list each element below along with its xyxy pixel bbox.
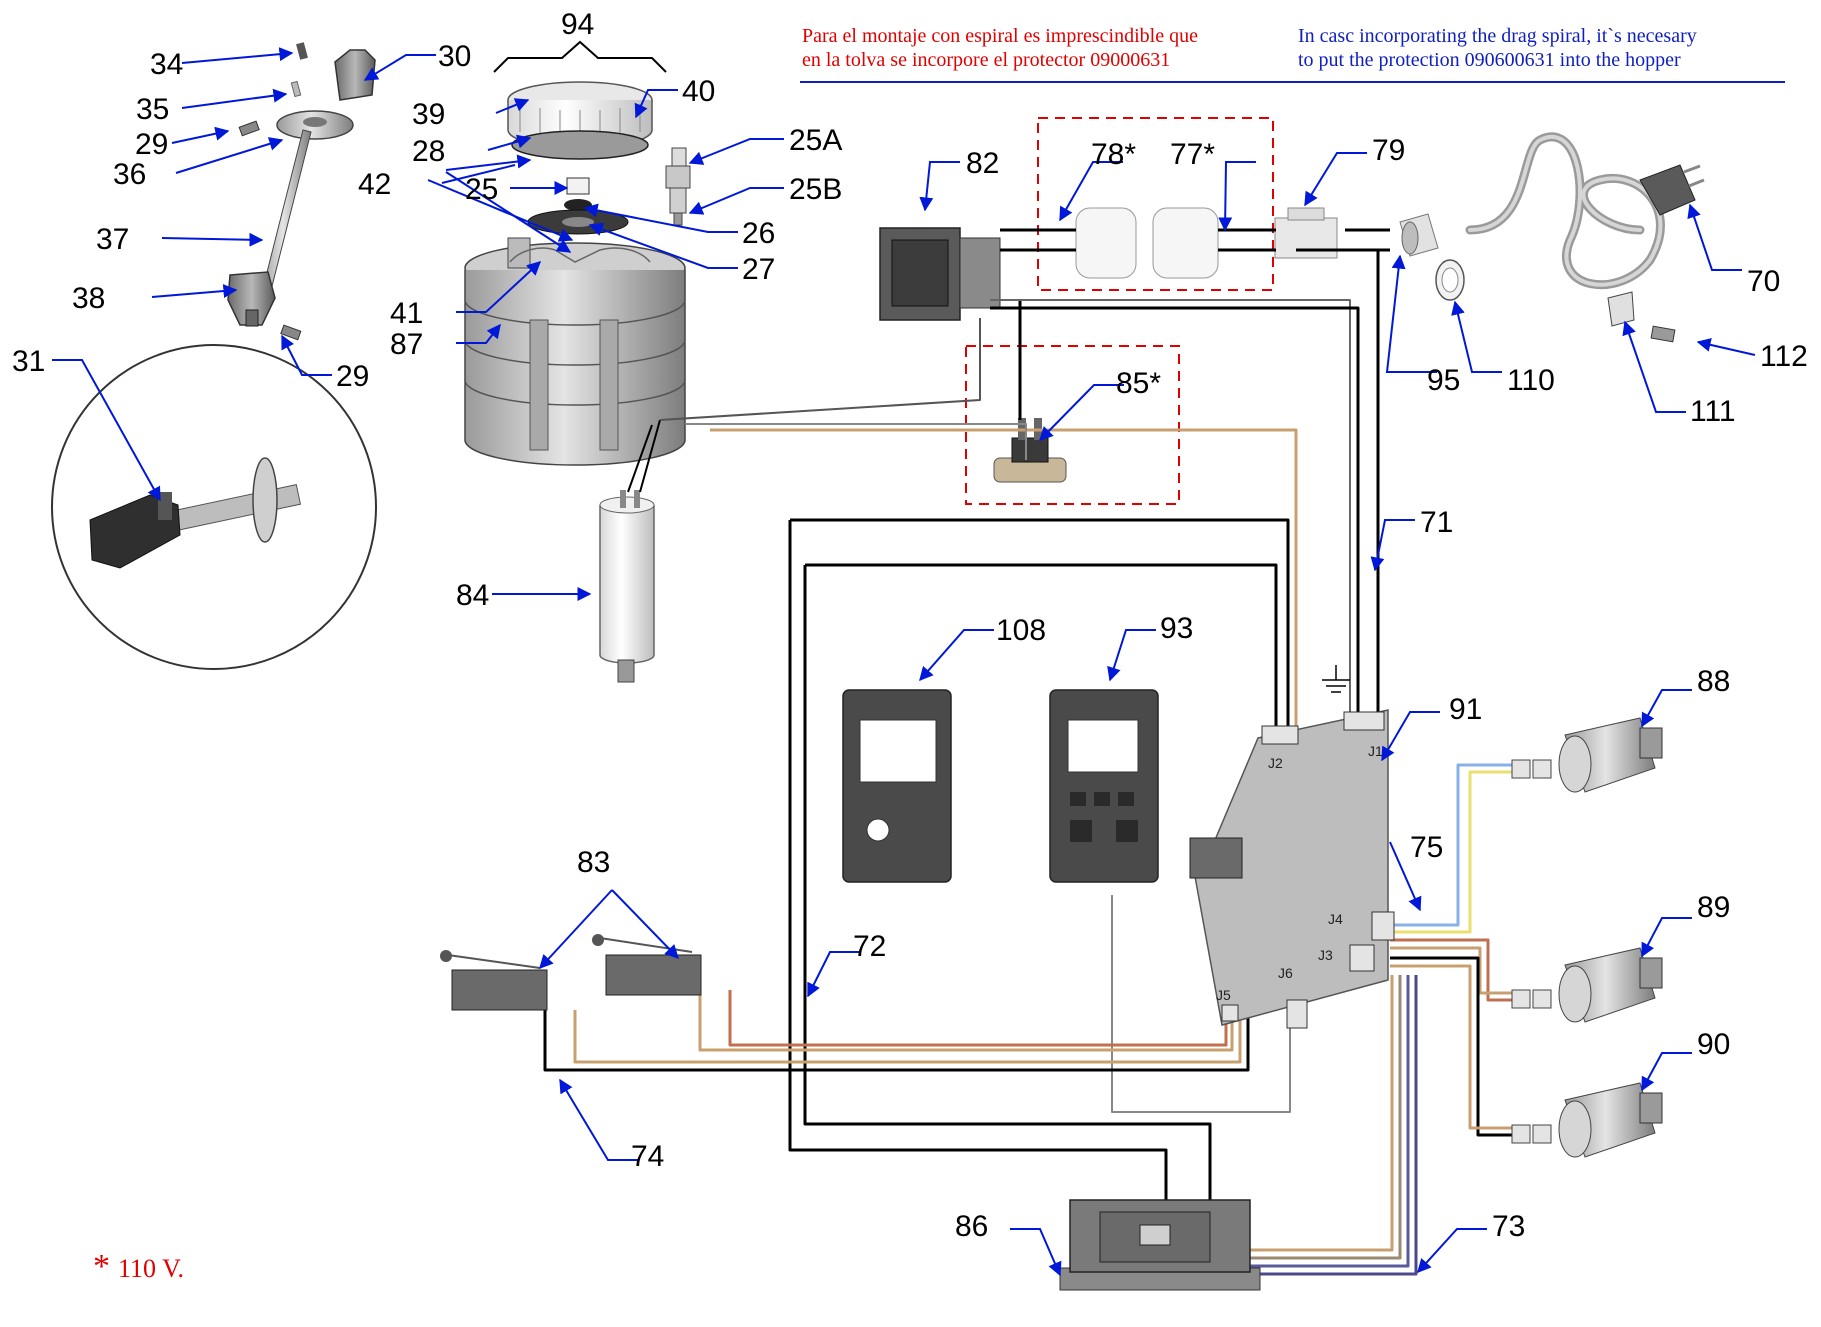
footnote-text: 110 V.: [118, 1254, 184, 1283]
part-label-28: 28: [412, 135, 446, 168]
capacitor-84: [599, 490, 655, 683]
part-label-29-bottom: 29: [336, 360, 370, 393]
part-label-41: 41: [390, 297, 424, 330]
part-label-110: 110: [1507, 364, 1555, 397]
footnote-110v: * 110 V.: [93, 1248, 184, 1286]
detail-circle-31: [51, 344, 377, 670]
spanish-note-line2: en la tolva se incorpore el protector 09…: [802, 49, 1171, 71]
english-note-line2: to put the protection 090600631 into the…: [1298, 49, 1681, 71]
connector-j4-label: J4: [1328, 911, 1343, 927]
part-label-84: 84: [456, 579, 490, 612]
part-label-82: 82: [966, 147, 1000, 180]
part-label-112: 112: [1760, 340, 1808, 373]
english-note-line1: In casc incorporating the drag spiral, i…: [1298, 25, 1697, 47]
cable-gland-95: [1399, 213, 1439, 257]
part-label-31: 31: [12, 345, 46, 378]
thermostat-85: [993, 418, 1067, 483]
part-label-87: 87: [390, 328, 424, 361]
part-label-78: 78*: [1091, 138, 1137, 171]
part-label-95: 95: [1427, 364, 1461, 397]
part-label-25A: 25A: [789, 124, 843, 157]
part-label-39: 39: [412, 98, 446, 131]
switch-82: [879, 227, 1001, 321]
part-label-111: 111: [1690, 395, 1736, 428]
part-label-25B: 25B: [789, 173, 843, 206]
motor-assembly: [464, 81, 686, 466]
solenoid-valves: [1511, 717, 1663, 1158]
agitator-shaft-assembly: [227, 42, 376, 341]
part-label-79: 79: [1372, 134, 1406, 167]
part-label-83: 83: [577, 846, 611, 879]
part-label-85: 85*: [1116, 367, 1162, 400]
connector-j3-label: J3: [1318, 947, 1333, 963]
part-label-91: 91: [1449, 693, 1483, 726]
part-label-42: 42: [358, 168, 392, 201]
grommet-110: [1435, 259, 1465, 301]
part-label-70: 70: [1747, 265, 1781, 298]
part-label-89: 89: [1697, 891, 1731, 924]
display-panel-108: [842, 689, 952, 883]
footnote-symbol: *: [93, 1248, 110, 1285]
part-label-40: 40: [682, 75, 716, 108]
part-label-93: 93: [1160, 612, 1194, 645]
wiring: [543, 228, 1512, 1276]
connector-j1-label: J1: [1368, 743, 1383, 759]
display-panel-93: [1049, 689, 1159, 883]
leader-lines: [52, 47, 1756, 1277]
part-label-86: 86: [955, 1210, 989, 1243]
control-board-91: J2 J1 J4 J3 J6 J5: [1189, 665, 1395, 1029]
bracket-94: [493, 40, 667, 73]
part-label-90: 90: [1697, 1028, 1731, 1061]
part-label-94: 94: [561, 8, 595, 41]
transformer-86: [1059, 1199, 1261, 1291]
part-label-75: 75: [1410, 831, 1444, 864]
part-label-25: 25: [465, 173, 499, 206]
part-label-88: 88: [1697, 665, 1731, 698]
part-label-29-top: 29: [135, 128, 169, 161]
connector-j2-label: J2: [1268, 755, 1283, 771]
part-label-108: 108: [996, 614, 1047, 647]
micro-switches-83: [440, 934, 702, 1011]
power-cord-70: [1465, 132, 1705, 343]
part-label-37: 37: [96, 223, 130, 256]
part-label-35: 35: [136, 93, 170, 126]
part-label-73: 73: [1492, 1210, 1526, 1243]
filter-cores: [1075, 207, 1219, 279]
part-label-77: 77*: [1170, 138, 1216, 171]
connector-j6-label: J6: [1278, 965, 1293, 981]
connector-j5-label: J5: [1216, 987, 1231, 1003]
spanish-note-line1: Para el montaje con espiral es imprescin…: [802, 25, 1198, 47]
valve-25A: [665, 147, 691, 226]
part-label-36: 36: [113, 158, 147, 191]
part-label-27: 27: [742, 253, 776, 286]
part-label-74: 74: [631, 1140, 665, 1173]
part-label-71: 71: [1420, 506, 1454, 539]
part-label-26: 26: [742, 217, 776, 250]
part-label-34: 34: [150, 48, 184, 81]
part-label-72: 72: [853, 930, 887, 963]
part-label-38: 38: [72, 282, 106, 315]
part-label-30: 30: [438, 40, 472, 73]
